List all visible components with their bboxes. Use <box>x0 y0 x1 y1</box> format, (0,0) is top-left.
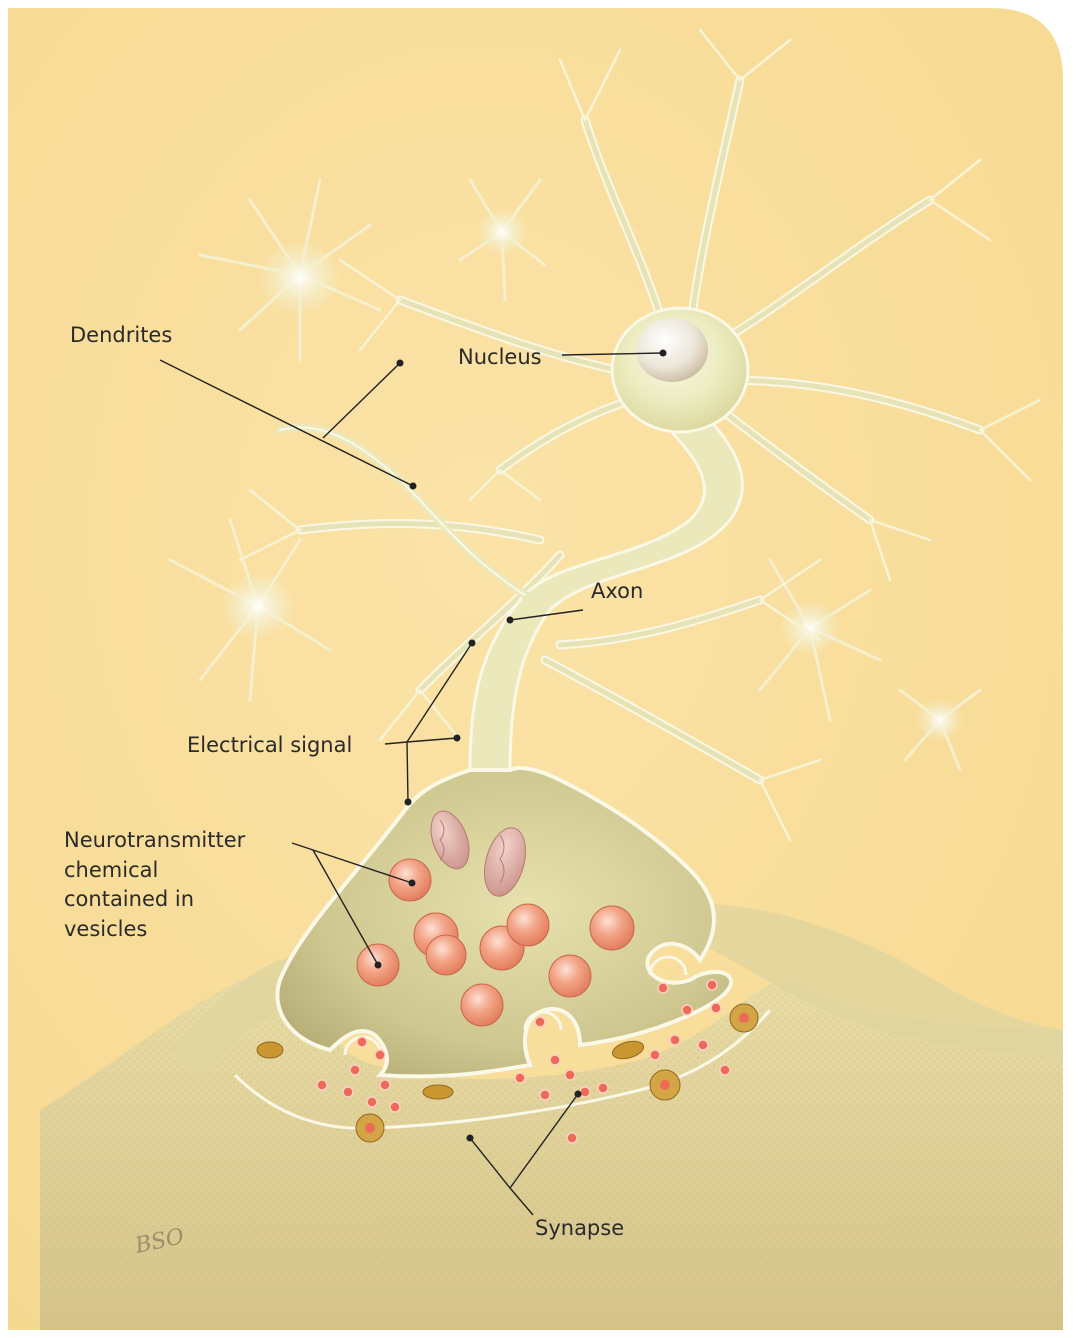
label-axon: Axon <box>591 579 643 603</box>
label-neurotransmitter-line1: Neurotransmitter <box>64 828 246 852</box>
label-neurotransmitter-line4: vesicles <box>64 917 147 941</box>
nucleus-body <box>636 318 708 382</box>
label-nucleus: Nucleus <box>458 345 542 369</box>
label-dendrites: Dendrites <box>70 323 172 347</box>
label-neurotransmitter-line2: chemical <box>64 858 158 882</box>
label-synapse: Synapse <box>535 1216 624 1240</box>
label-neurotransmitter-line3: contained in <box>64 887 194 911</box>
label-electrical-signal: Electrical signal <box>187 733 352 757</box>
